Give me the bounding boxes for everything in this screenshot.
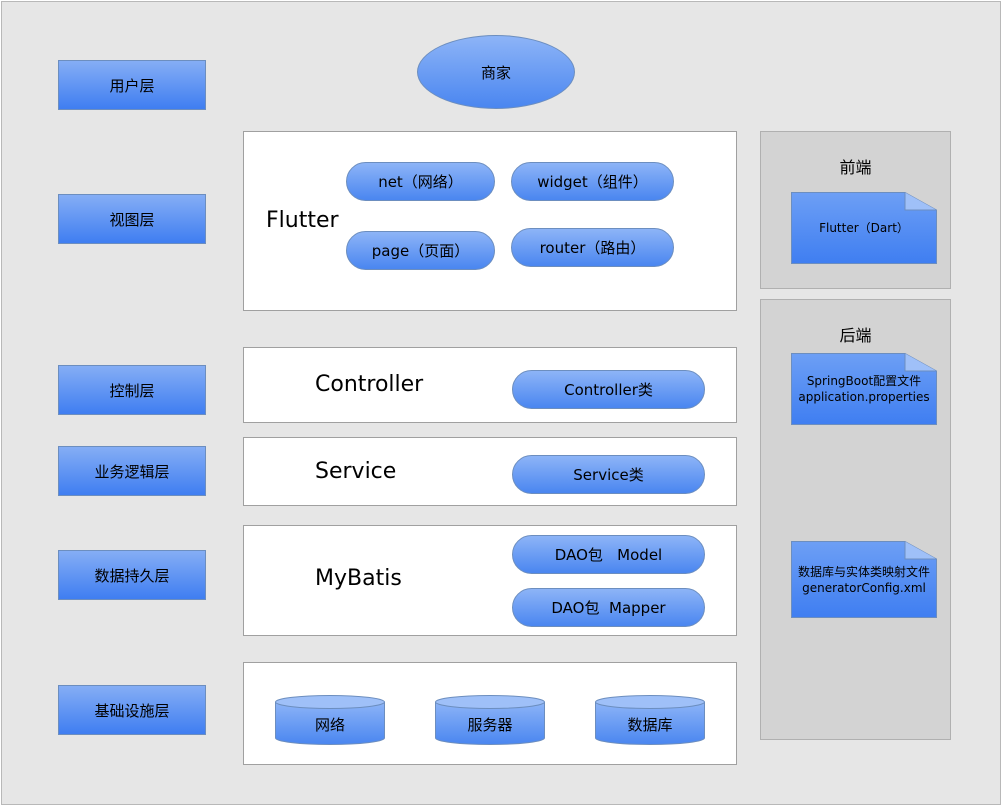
server-cylinder: 服务器 <box>435 695 545 745</box>
flutter-dart-doc: Flutter（Dart） <box>791 192 937 264</box>
layer-label-infrastructure-text: 基础设施层 <box>94 701 170 720</box>
database-label: 数据库 <box>627 715 673 734</box>
merchant-node: 商家 <box>417 35 575 109</box>
service-class-label: Service类 <box>573 466 644 484</box>
generator-config-doc-text: 数据库与实体类映射文件 generatorConfig.xml <box>791 541 937 618</box>
module-net: net（网络） <box>346 162 495 201</box>
flutter-dart-doc-line: Flutter（Dart） <box>819 221 909 235</box>
springboot-config-doc: SpringBoot配置文件 application.properties <box>791 353 937 425</box>
layer-label-infrastructure: 基础设施层 <box>58 685 206 735</box>
server-label: 服务器 <box>467 715 513 734</box>
layer-label-user: 用户层 <box>58 60 206 110</box>
database-cylinder: 数据库 <box>595 695 705 745</box>
module-page: page（页面） <box>346 231 495 270</box>
view-panel-title: Flutter <box>266 208 339 233</box>
layer-label-view-text: 视图层 <box>109 210 155 229</box>
layer-label-persistence: 数据持久层 <box>58 550 206 600</box>
view-panel: Flutter net（网络） widget（组件） page（页面） rout… <box>243 131 737 311</box>
layer-label-control: 控制层 <box>58 365 206 415</box>
controller-panel: Controller Controller类 <box>243 347 737 423</box>
persistence-panel: MyBatis DAO包 Model DAO包 Mapper <box>243 525 737 636</box>
generator-config-doc-line-2: generatorConfig.xml <box>802 580 926 595</box>
merchant-node-label: 商家 <box>480 63 511 82</box>
layer-label-business-text: 业务逻辑层 <box>94 462 170 481</box>
controller-class-module: Controller类 <box>512 370 705 409</box>
dao-model-label: DAO包 Model <box>554 546 663 564</box>
service-class-module: Service类 <box>512 455 705 494</box>
network-label: 网络 <box>314 715 345 734</box>
flutter-dart-doc-text: Flutter（Dart） <box>791 192 937 264</box>
service-panel-title: Service <box>315 459 397 484</box>
module-page-label: page（页面） <box>371 242 470 260</box>
network-cylinder: 网络 <box>275 695 385 745</box>
dao-mapper-module: DAO包 Mapper <box>512 588 705 627</box>
layer-label-business: 业务逻辑层 <box>58 446 206 496</box>
frontend-title: 前端 <box>839 158 872 177</box>
layer-label-persistence-text: 数据持久层 <box>94 566 170 585</box>
layer-label-view: 视图层 <box>58 194 206 244</box>
springboot-config-doc-line-1: SpringBoot配置文件 <box>806 374 922 388</box>
controller-panel-title: Controller <box>315 372 424 397</box>
generator-config-doc: 数据库与实体类映射文件 generatorConfig.xml <box>791 541 937 618</box>
dao-model-module: DAO包 Model <box>512 535 705 574</box>
module-router: router（路由） <box>511 228 674 267</box>
generator-config-doc-line-1: 数据库与实体类映射文件 <box>797 564 930 579</box>
module-router-label: router（路由） <box>539 239 646 257</box>
module-net-label: net（网络） <box>378 173 463 191</box>
springboot-config-doc-text: SpringBoot配置文件 application.properties <box>791 353 937 425</box>
service-panel: Service Service类 <box>243 437 737 506</box>
module-widget: widget（组件） <box>511 162 674 201</box>
controller-class-label: Controller类 <box>564 381 653 399</box>
backend-title: 后端 <box>839 326 872 345</box>
layer-label-user-text: 用户层 <box>109 76 155 95</box>
layer-label-control-text: 控制层 <box>109 381 155 400</box>
dao-mapper-label: DAO包 Mapper <box>551 599 666 617</box>
persistence-panel-title: MyBatis <box>315 566 402 591</box>
module-widget-label: widget（组件） <box>537 173 648 191</box>
springboot-config-doc-line-2: application.properties <box>798 390 930 404</box>
